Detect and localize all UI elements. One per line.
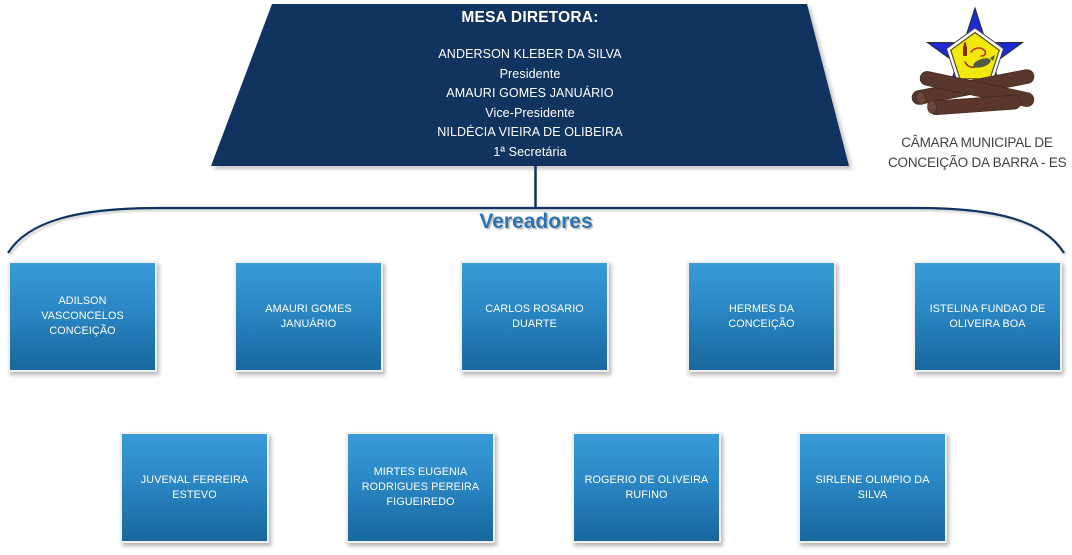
pentagon-emblems (963, 42, 995, 68)
member-name: NILDÉCIA VIEIRA DE OLIBEIRA (437, 125, 623, 140)
vereador-box: HERMES DA CONCEIÇÃO (687, 261, 836, 372)
vereador-name: CARLOS ROSARIO DUARTE (485, 302, 584, 330)
logo-caption-line2: CONCEIÇÃO DA BARRA - ES (888, 155, 1067, 170)
vereador-name: HERMES DA CONCEIÇÃO (728, 302, 795, 330)
member-role: 1ª Secretária (493, 144, 567, 159)
mesa-diretora-panel: MESA DIRETORA: ANDERSON KLEBER DA SILVA … (210, 0, 850, 167)
vereador-name: ISTELINA FUNDAO DE OLIVEIRA BOA (929, 302, 1046, 330)
vereador-name: AMAURI GOMES JANUÁRIO (265, 302, 352, 330)
vereadores-label: Vereadores (479, 210, 593, 233)
vereador-name: ADILSON VASCONCELOS CONCEIÇÃO (41, 295, 124, 337)
vereador-name: MIRTES EUGENIA RODRIGUES PEREIRA FIGUEIR… (361, 466, 480, 508)
vereador-box: ROGERIO DE OLIVEIRA RUFINO (572, 432, 721, 543)
vereador-box: SIRLENE OLIMPIO DA SILVA (798, 432, 947, 543)
vereador-box: ISTELINA FUNDAO DE OLIVEIRA BOA (913, 261, 1062, 372)
member-name: ANDERSON KLEBER DA SILVA (438, 47, 622, 61)
vereador-box: MIRTES EUGENIA RODRIGUES PEREIRA FIGUEIR… (346, 432, 495, 543)
member-name: AMAURI GOMES JANUÁRIO (446, 86, 614, 101)
vereador-box: CARLOS ROSARIO DUARTE (460, 261, 609, 372)
vereador-box: JUVENAL FERREIRA ESTEVO (120, 432, 269, 543)
vereador-name: JUVENAL FERREIRA ESTEVO (140, 473, 249, 501)
vereador-box: AMAURI GOMES JANUÁRIO (234, 261, 383, 372)
mesa-diretora-members: ANDERSON KLEBER DA SILVA Presidente AMAU… (210, 45, 850, 163)
mesa-diretora-title: MESA DIRETORA: (461, 9, 599, 26)
member-role: Vice-Presidente (485, 105, 575, 120)
bracket-connector-line (7, 206, 1065, 254)
logo-caption: CÂMARA MUNICIPAL DE CONCEIÇÃO DA BARRA -… (888, 133, 1067, 173)
logo-caption-line1: CÂMARA MUNICIPAL DE (901, 135, 1053, 150)
vereador-name: ROGERIO DE OLIVEIRA RUFINO (584, 473, 709, 501)
star-logs-emblem-icon (911, 6, 1035, 116)
vereador-name: SIRLENE OLIMPIO DA SILVA (815, 473, 930, 501)
vereador-box: ADILSON VASCONCELOS CONCEIÇÃO (8, 261, 157, 372)
member-role: Presidente (499, 66, 561, 81)
